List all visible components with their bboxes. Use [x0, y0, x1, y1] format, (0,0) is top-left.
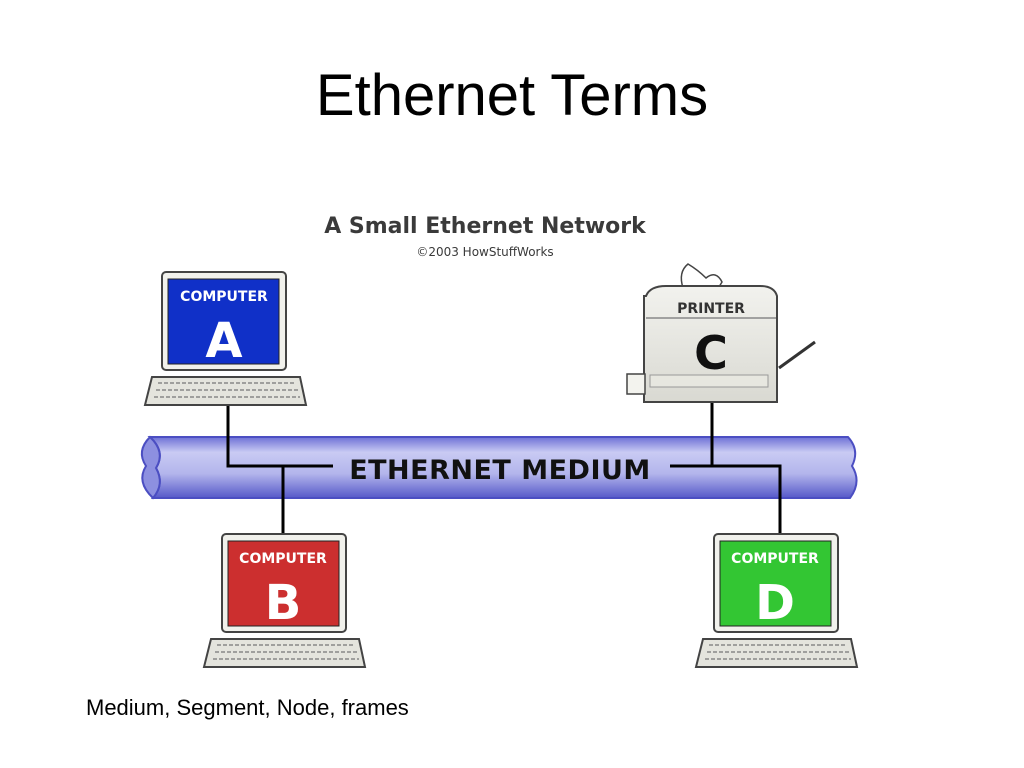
printer-c-letter: C: [694, 326, 728, 380]
computer-b: COMPUTER B: [202, 533, 367, 668]
computer-b-label: COMPUTER: [239, 551, 327, 567]
computer-a-letter: A: [205, 313, 242, 369]
slide-bullet: Medium, Segment, Node, frames: [86, 695, 409, 720]
computer-b-keyboard: [202, 638, 367, 668]
diagram-copyright: ©2003 HowStuffWorks: [416, 245, 553, 259]
computer-d-letter: D: [755, 575, 795, 631]
ethernet-medium: [140, 435, 858, 500]
computer-a-keyboard: [143, 376, 308, 406]
computer-b-letter: B: [265, 575, 302, 631]
computer-d-label: COMPUTER: [731, 551, 819, 567]
computer-a-label: COMPUTER: [180, 289, 268, 305]
computer-a: COMPUTER A: [143, 271, 308, 406]
computer-d: COMPUTER D: [694, 533, 859, 668]
slide-title: Ethernet Terms: [315, 63, 709, 128]
computer-d-keyboard: [694, 638, 859, 668]
printer-c-label: PRINTER: [677, 301, 745, 317]
printer-c: PRINTER C: [626, 263, 816, 403]
network-wires: [226, 400, 782, 535]
diagram-title: A Small Ethernet Network: [324, 214, 647, 239]
ethernet-medium-label: ETHERNET MEDIUM: [349, 455, 651, 486]
